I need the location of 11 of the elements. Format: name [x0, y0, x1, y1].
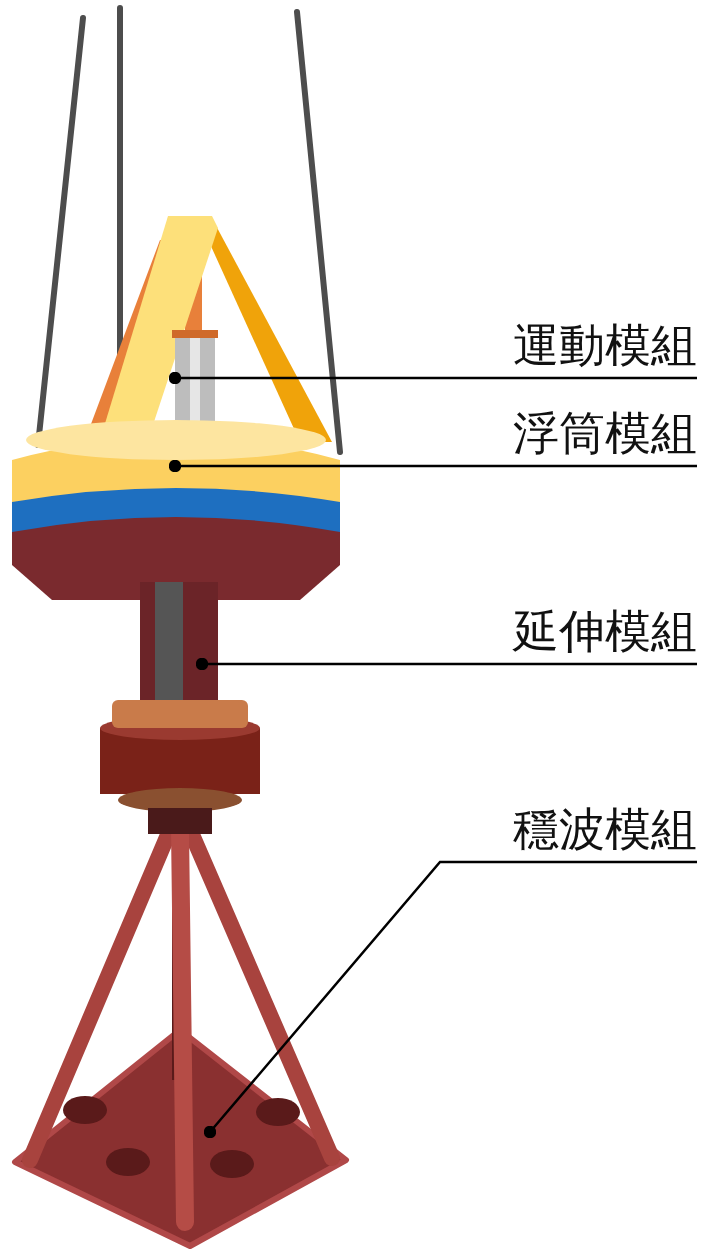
- leader-line: [168, 459, 697, 473]
- part-label: 運動模組: [513, 318, 697, 372]
- buoy-drawing: [12, 420, 340, 600]
- part-label: 穩波模組: [513, 802, 697, 856]
- part-label: 浮筒模組: [513, 406, 697, 460]
- part-label: 延伸模組: [513, 604, 697, 658]
- leader-line: [203, 860, 697, 1139]
- stabilizer-base-drawing: [12, 808, 349, 1249]
- leader-line: [195, 657, 697, 671]
- leader-line: [168, 371, 697, 385]
- extension-tube-drawing: [100, 582, 260, 812]
